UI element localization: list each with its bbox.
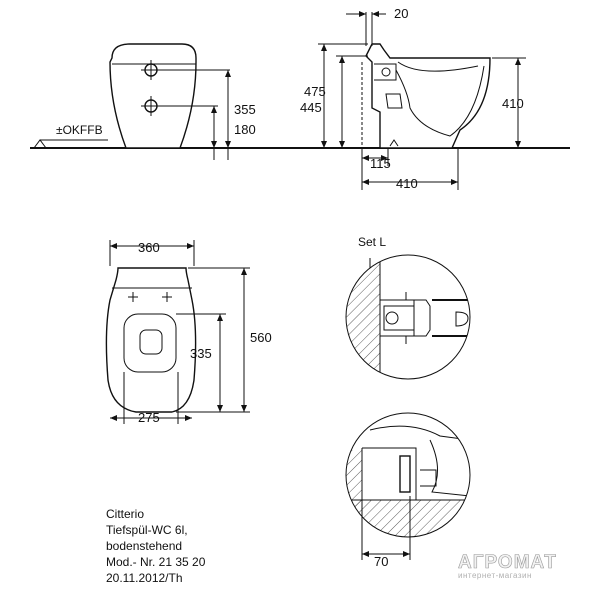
watermark-brand: АГРОМАТ — [458, 552, 557, 574]
dim-70: 70 — [374, 554, 388, 569]
top-view-body — [105, 267, 197, 413]
detail-circle-lower — [345, 412, 471, 538]
detail-title: Set L — [358, 235, 386, 249]
dim-20: 20 — [394, 6, 408, 21]
front-view: 355 180 ±OKFFB — [33, 43, 256, 160]
product-model-number: Mod.- Nr. 21 35 20 — [106, 555, 206, 569]
top-view: 360 560 335 275 — [105, 240, 272, 425]
detail-set-l: Set L 70 — [345, 235, 471, 569]
dim-410-height: 410 — [502, 96, 524, 111]
front-view-body — [109, 43, 197, 149]
watermark-tagline: интернет-магазин — [458, 571, 532, 580]
side-view-body — [365, 43, 491, 149]
dim-445: 445 — [300, 100, 322, 115]
side-view: 20 475 445 410 115 410 — [300, 6, 526, 191]
seat-outer — [123, 313, 177, 373]
product-mounting: bodenstehend — [106, 539, 183, 553]
dim-335: 335 — [190, 346, 212, 361]
dim-560: 560 — [250, 330, 272, 345]
seat-inner — [139, 329, 163, 355]
dim-410-depth: 410 — [396, 176, 418, 191]
product-date: 20.11.2012/Th — [106, 571, 183, 585]
product-name: Citterio — [106, 507, 145, 521]
watermark: АГРОМАТ интернет-магазин — [458, 552, 598, 580]
product-type: Tiefspül-WC 6l, — [106, 523, 188, 537]
dim-180: 180 — [234, 122, 256, 137]
dim-275: 275 — [138, 410, 160, 425]
floor-reference-label: ±OKFFB — [56, 123, 103, 137]
dim-360: 360 — [138, 240, 160, 255]
dim-475: 475 — [304, 84, 326, 99]
dim-355: 355 — [234, 102, 256, 117]
detail-circle-upper — [345, 254, 471, 380]
product-info: Citterio Tiefspül-WC 6l, bodenstehend Mo… — [106, 506, 205, 586]
dim-115: 115 — [370, 156, 391, 171]
floor-reference-icon — [33, 139, 47, 149]
